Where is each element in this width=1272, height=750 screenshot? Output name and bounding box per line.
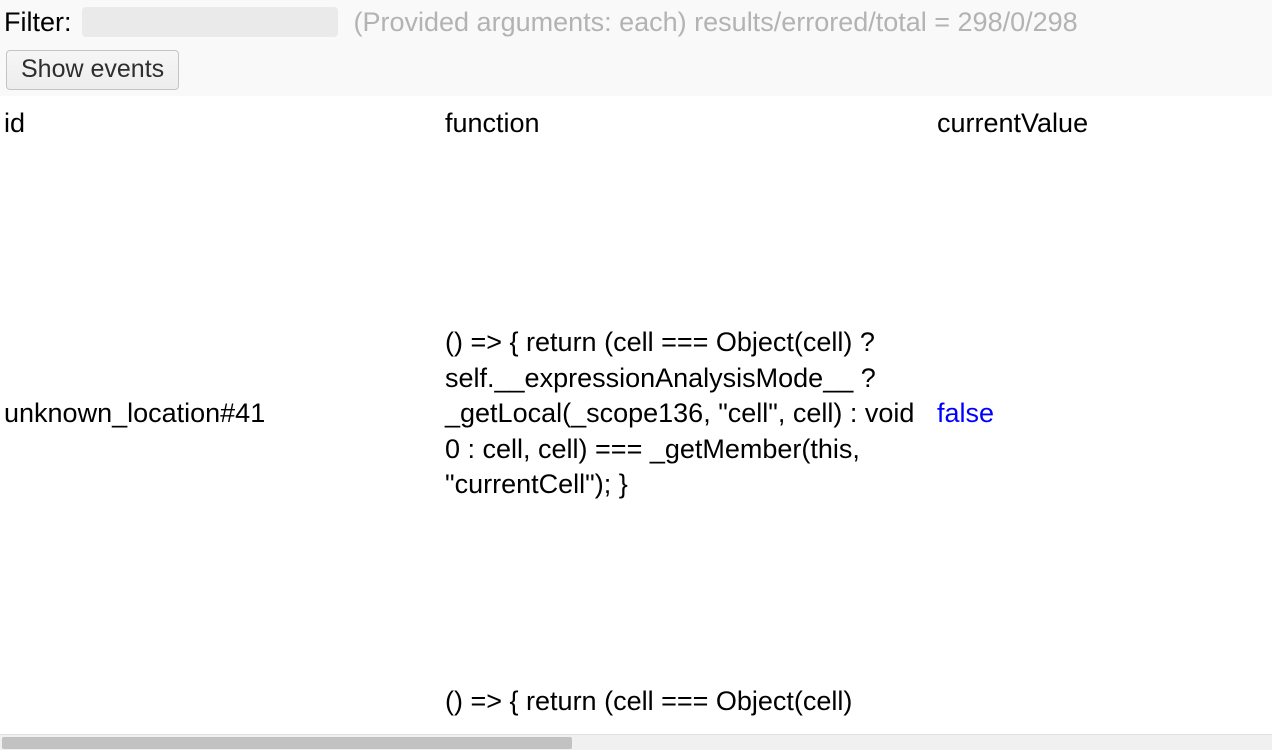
column-header-currentvalue[interactable]: currentValue — [937, 108, 1089, 138]
toolbar: Filter: (Provided arguments: each) resul… — [0, 0, 1272, 96]
horizontal-scrollbar-thumb[interactable] — [2, 737, 573, 749]
value-literal: false — [937, 398, 995, 429]
column-header-id[interactable]: id — [4, 108, 26, 138]
cell-function: () => { return (cell === Object(cell) — [445, 686, 853, 716]
table-body: unknown_location#41 () => { return (cell… — [0, 144, 1272, 720]
show-events-button[interactable]: Show events — [6, 49, 180, 91]
cell-current-value — [933, 684, 1272, 720]
horizontal-scrollbar[interactable] — [0, 734, 1272, 750]
table-row[interactable]: () => { return (cell === Object(cell) — [0, 684, 1272, 720]
cell-function: () => { return (cell === Object(cell) ? … — [445, 326, 915, 500]
filter-input[interactable] — [81, 7, 338, 37]
column-header-function[interactable]: function — [445, 108, 540, 138]
filter-label: Filter: — [4, 6, 72, 37]
toolbar-filter-row: Filter: (Provided arguments: each) resul… — [0, 2, 1078, 42]
table-header-row: id function currentValue — [0, 96, 1272, 144]
cell-id: unknown_location#41 — [4, 398, 266, 429]
cell-current-value: false — [933, 144, 1272, 684]
toolbar-actions-row: Show events — [0, 46, 180, 94]
results-status-text: (Provided arguments: each) results/error… — [353, 6, 1078, 37]
cell-id — [0, 684, 441, 720]
expressions-table: id function currentValue unknown_locatio… — [0, 96, 1272, 720]
table-viewport[interactable]: id function currentValue unknown_locatio… — [0, 96, 1272, 734]
table-header: id function currentValue — [0, 96, 1272, 144]
table-row[interactable]: unknown_location#41 () => { return (cell… — [0, 144, 1272, 684]
